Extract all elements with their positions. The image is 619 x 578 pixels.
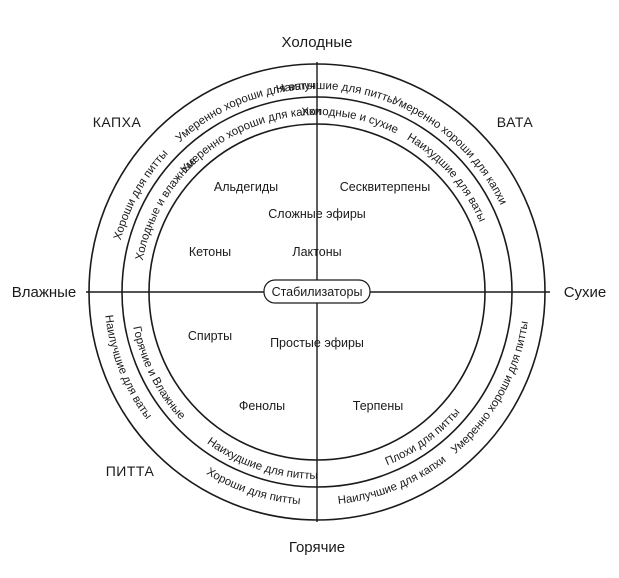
label-alcohols: Спирты <box>188 329 232 343</box>
dosha-vata: ВАТА <box>497 114 534 130</box>
label-sesquiterpenes: Сесквитерпены <box>340 180 430 194</box>
center-label: Стабилизаторы <box>272 285 363 299</box>
ring-mid-terp: Плохи для питты <box>384 406 463 468</box>
label-lactones: Лактоны <box>292 245 341 259</box>
label-phenols: Фенолы <box>239 399 285 413</box>
label-ketones: Кетоны <box>189 245 231 259</box>
center-pill <box>263 279 371 304</box>
axis-bottom-label: Горячие <box>289 539 345 556</box>
axis-left-label: Влажные <box>12 284 77 301</box>
label-terpenes: Терпены <box>353 399 403 413</box>
label-aldehydes: Альдегиды <box>214 180 278 194</box>
axis-right-label: Сухие <box>564 284 607 301</box>
label-esters: Сложные эфиры <box>268 207 366 221</box>
ring-outer-terp-side: Умеренно хороши для питты <box>449 320 531 456</box>
label-ethers: Простые эфиры <box>270 336 364 350</box>
axis-top-label: Холодные <box>282 34 353 51</box>
dosha-pitta: ПИТТА <box>106 463 155 479</box>
dosha-kapha: КАПХА <box>93 114 142 130</box>
